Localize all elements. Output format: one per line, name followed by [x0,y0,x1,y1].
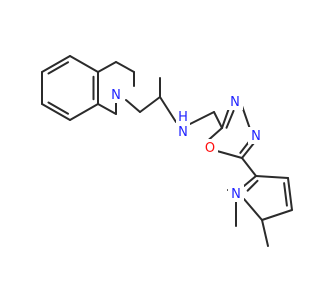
atom-o-oxadiazole: O [205,141,215,156]
n-pyrrole-bg [228,185,244,202]
atom-n-amine: N [178,125,188,140]
bond-methyl [261,219,269,247]
bond-oxadiazole-double [225,109,235,129]
atom-n-isoquinoline: N [111,88,121,103]
bond-pyrrole [243,198,263,221]
bond-chain [213,111,223,129]
bond-ring [115,61,135,73]
bond-chain [189,111,215,125]
bond-pyrrole [243,175,257,187]
n-oxadiazole-4-bg [248,127,264,144]
bond-benzene-double [47,101,70,115]
atom-label-layer: N H N N N O N [108,86,264,202]
n-isoquinoline-bg [108,86,124,103]
atom-h-amine: H [178,110,188,125]
bond-chain [159,96,177,123]
o-oxadiazole-bg [202,139,218,156]
bond-pyrrole [261,209,293,221]
bond-benzene [41,55,71,73]
bond-link [241,157,257,177]
bond-oxadiazole [241,142,255,159]
atom-n-pyrrole: N [231,187,241,202]
bond-pyrrole [287,177,293,211]
bond-ring [97,61,117,73]
bond-oxadiazole [221,107,230,129]
bond-ring [97,103,117,115]
n-oxadiazole-3-bg [227,93,243,110]
bond-benzene [41,103,71,121]
bond-chain [139,96,161,113]
nh-amine-bg [176,109,190,139]
bond-pyrrole-double [283,182,288,207]
bond-layer [41,55,293,247]
atom-n-oxadiazole-4: N [251,129,261,144]
bond-oxadiazole [216,150,243,159]
bond-pyrrole-double [246,179,259,192]
bond-benzene [69,103,99,121]
bond-chain [125,99,141,113]
bond-pyrrole [255,175,289,179]
bond-benzene [69,55,99,73]
atom-n-oxadiazole-3: N [230,95,240,110]
structure-canvas: N H N N N O N [41,55,293,247]
bond-benzene-double [47,61,70,75]
